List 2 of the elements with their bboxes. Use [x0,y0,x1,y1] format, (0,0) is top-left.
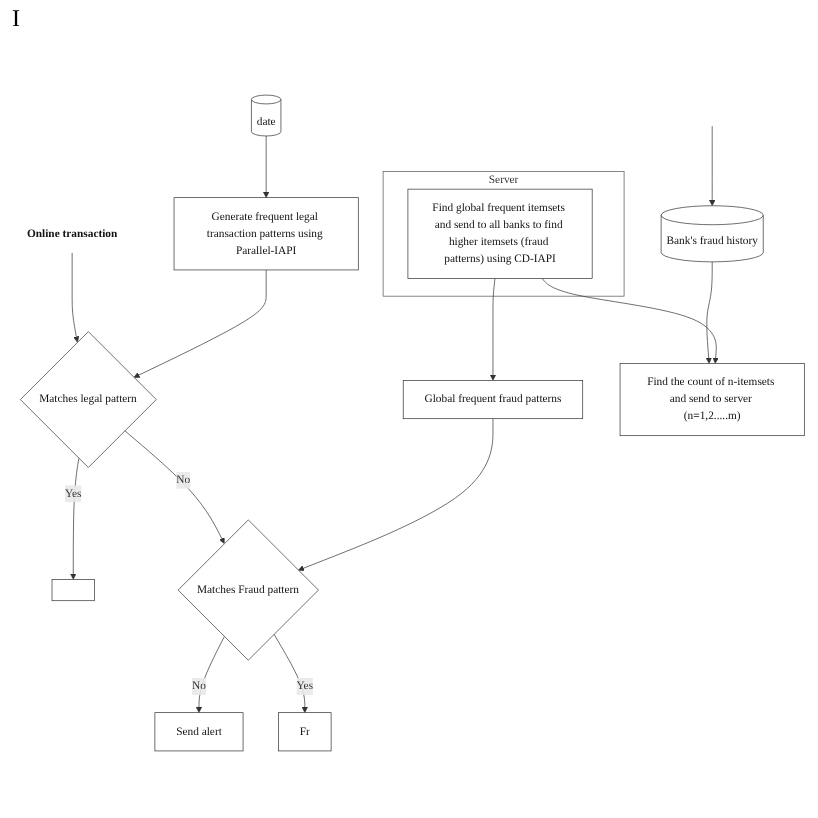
panel-heading: I [12,4,20,32]
node-box [51,579,95,602]
